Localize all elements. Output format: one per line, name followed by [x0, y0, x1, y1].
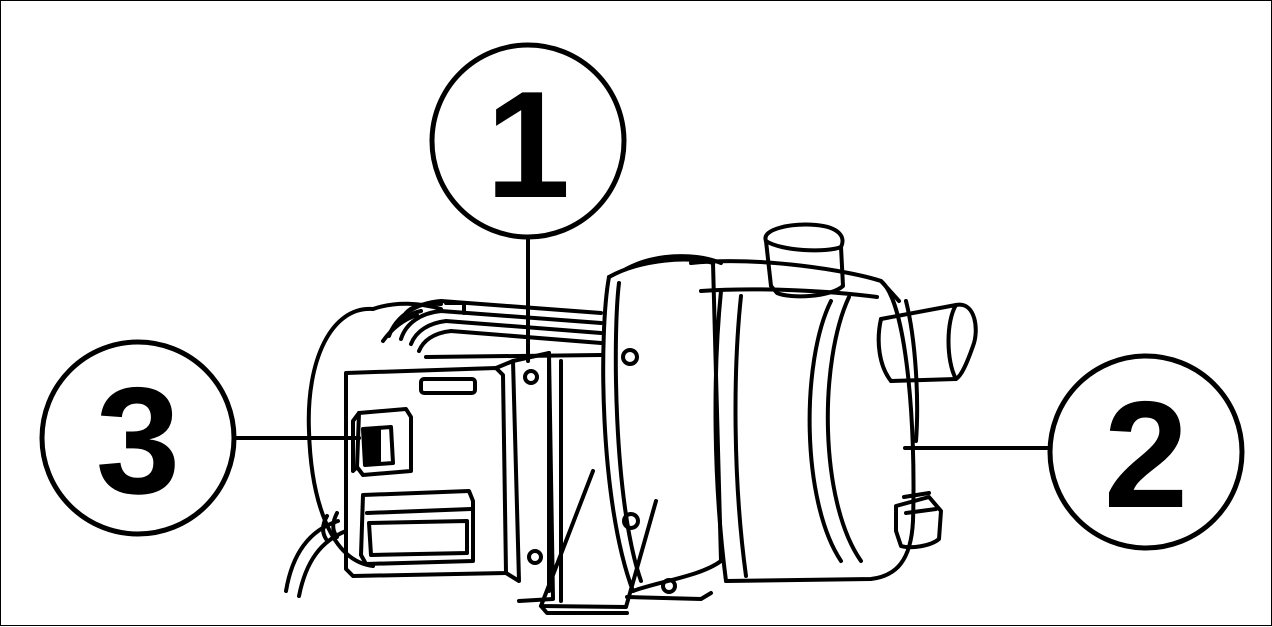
callout-3-number: 3 [96, 356, 181, 526]
callout-2-number: 2 [1104, 370, 1189, 540]
callout-1-number: 1 [486, 60, 571, 230]
pump-flange [603, 256, 721, 592]
callout-2: 2 [1050, 356, 1242, 548]
power-switch [353, 409, 411, 475]
pump-body [691, 225, 976, 581]
callout-1: 1 [432, 45, 624, 237]
pump-base [541, 471, 711, 613]
callout-3: 3 [42, 342, 234, 534]
power-cord [286, 513, 346, 596]
switch-box [346, 353, 553, 601]
